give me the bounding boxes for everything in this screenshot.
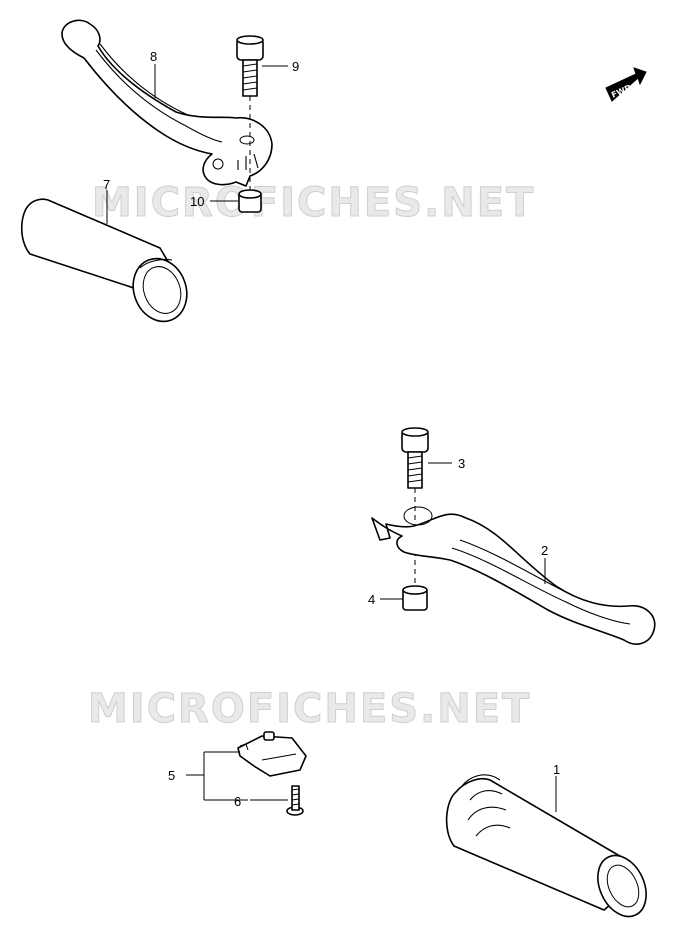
callout-10: 10 <box>190 194 204 209</box>
part-bolt-upper <box>236 35 264 97</box>
callout-6: 6 <box>234 794 241 809</box>
callout-2: 2 <box>541 543 548 558</box>
callout-8: 8 <box>150 49 157 64</box>
callout-5: 5 <box>168 768 175 783</box>
part-nut-lower <box>402 585 428 611</box>
part-lever-upper <box>61 19 273 187</box>
part-grip-right <box>445 774 647 918</box>
part-grip-left <box>20 198 188 323</box>
part-switch <box>237 731 307 777</box>
part-bolt-lower <box>401 427 429 489</box>
part-lever-lower <box>371 506 656 645</box>
callout-3: 3 <box>458 456 465 471</box>
watermark-bottom: MICROFICHES.NET <box>88 686 531 732</box>
callout-4: 4 <box>368 592 375 607</box>
callout-7: 7 <box>103 177 110 192</box>
part-screw <box>286 785 304 816</box>
fwd-arrow-badge: FWD <box>605 67 647 102</box>
part-nut-upper <box>238 189 262 213</box>
callout-9: 9 <box>292 59 299 74</box>
watermark-top: MICROFICHES.NET <box>92 180 535 226</box>
leader-lines <box>106 64 557 812</box>
callout-1: 1 <box>553 762 560 777</box>
